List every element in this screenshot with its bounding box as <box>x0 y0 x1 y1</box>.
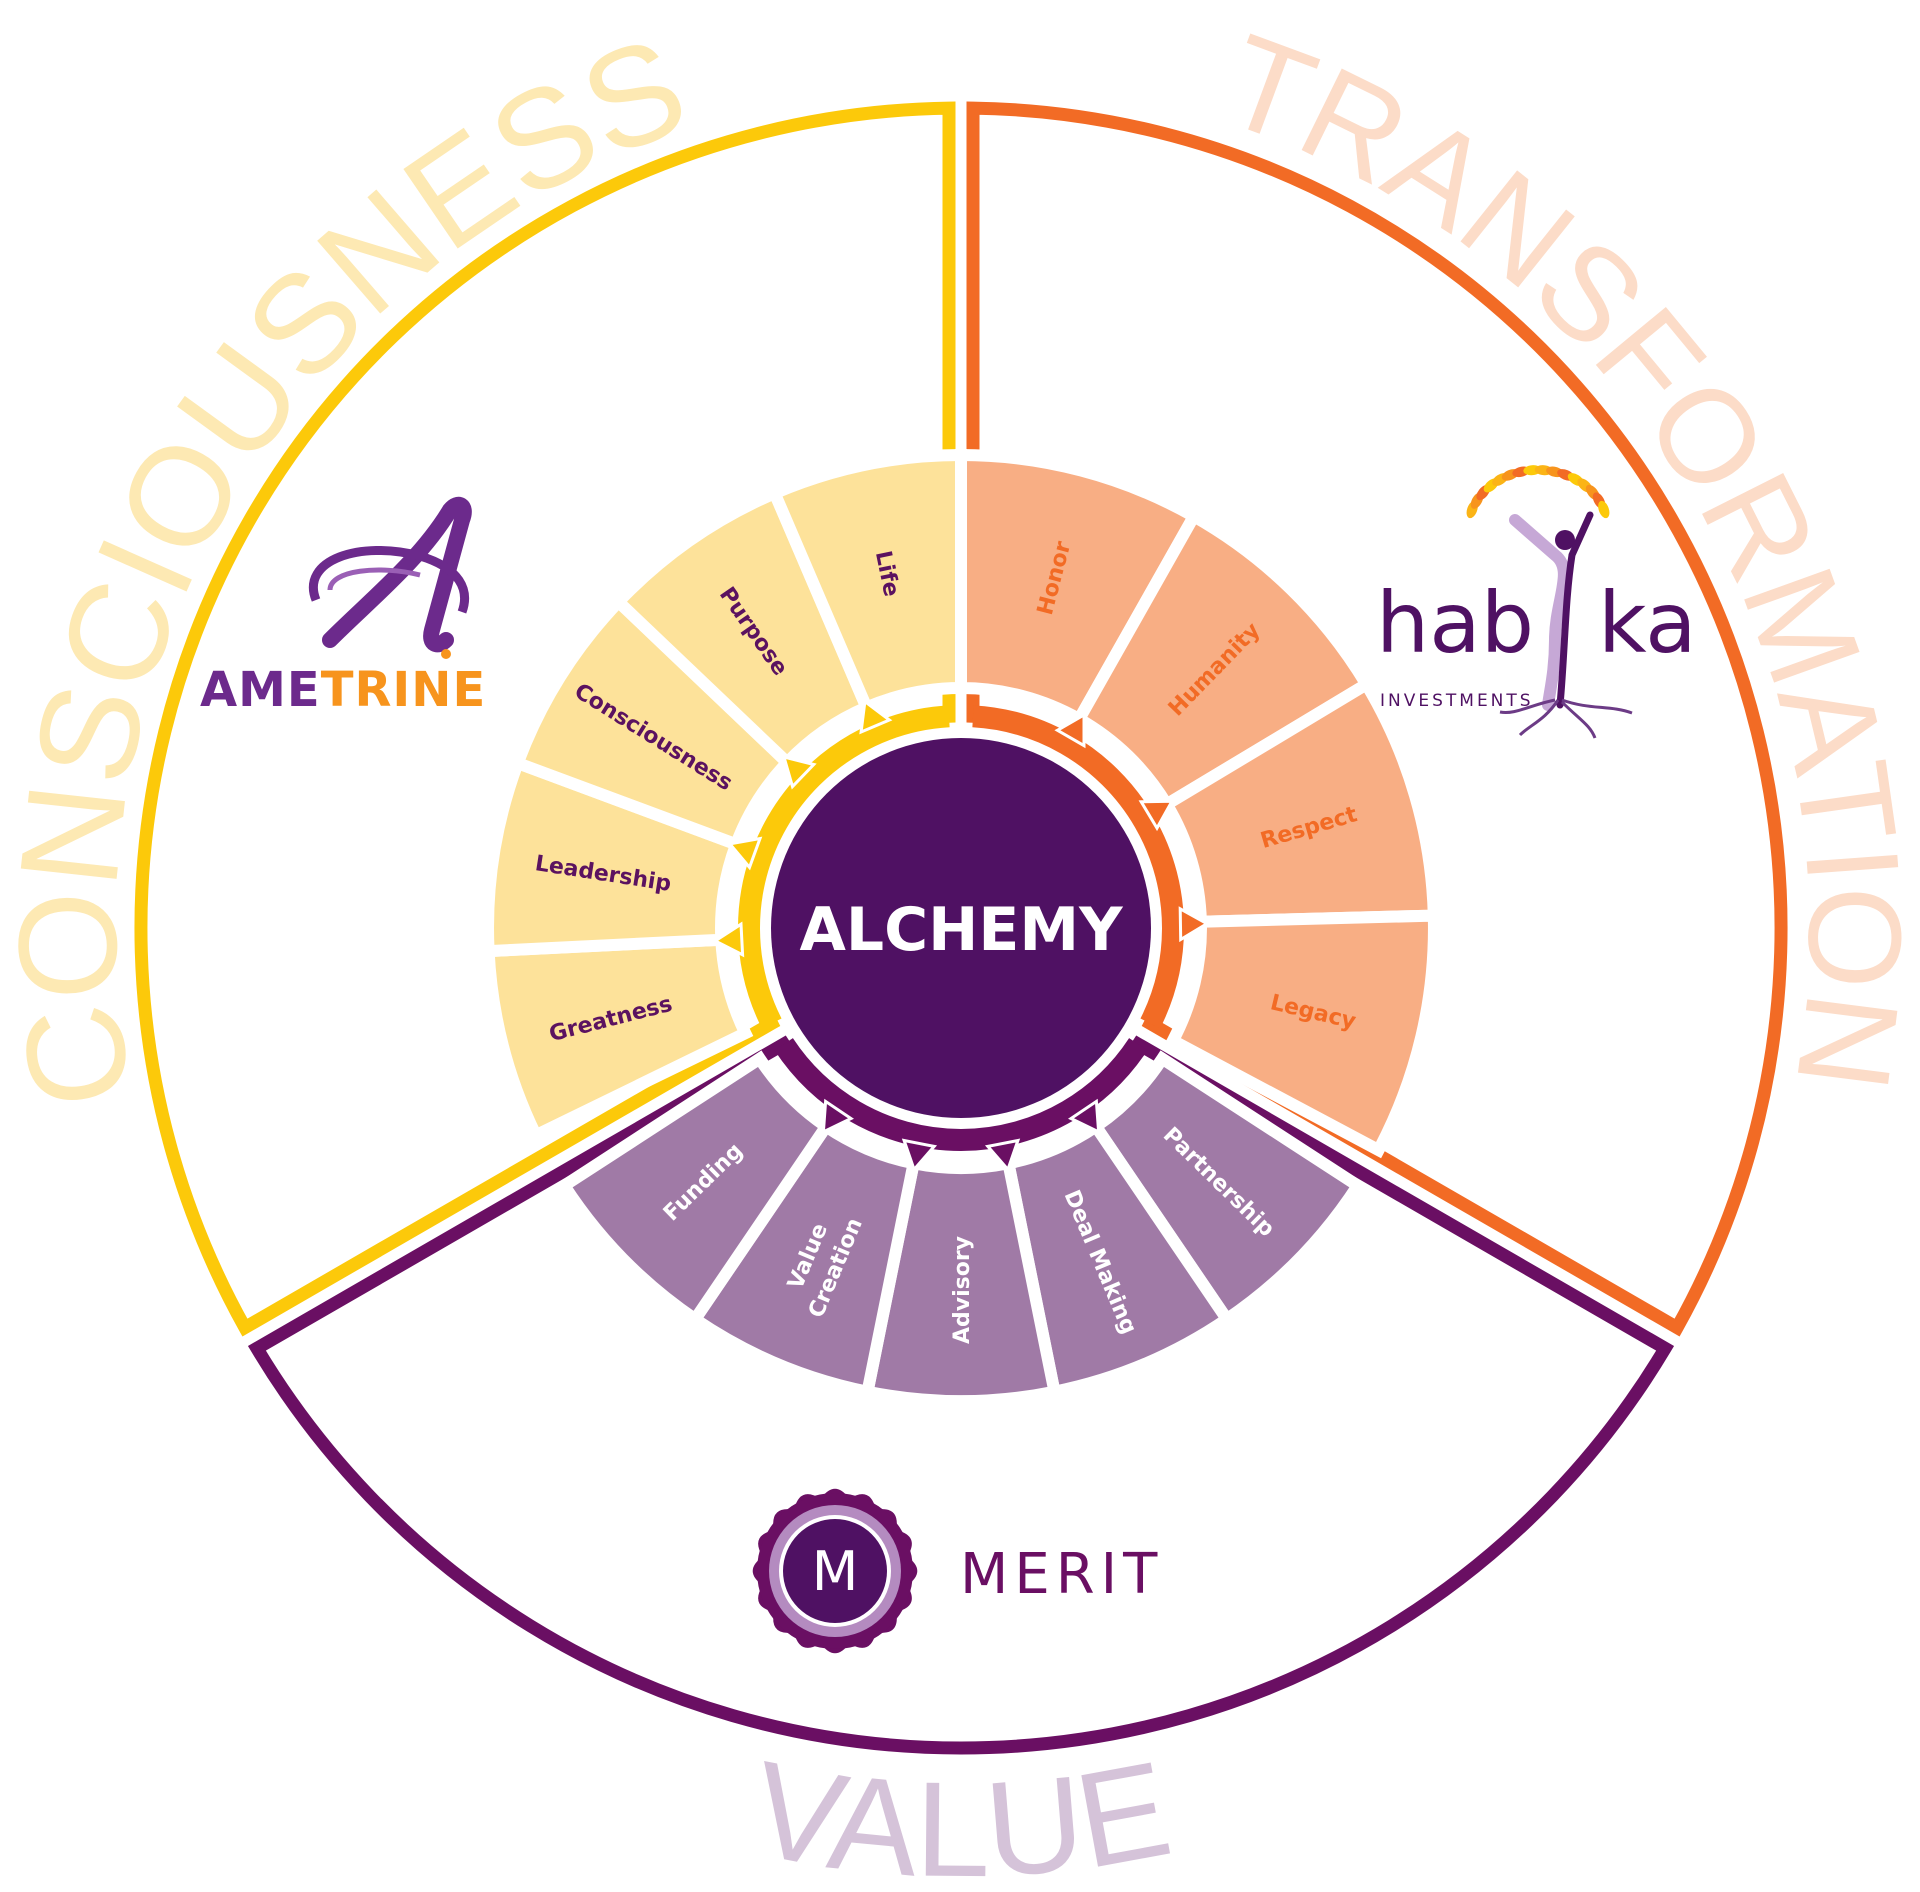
heading-value: VALUE <box>741 1732 1181 1892</box>
ametrine-part1: AME <box>200 662 321 718</box>
habika-right: ka <box>1598 574 1697 672</box>
hub-spike-icon <box>781 755 817 790</box>
hub-spike-icon <box>1178 906 1210 943</box>
wedge-shape <box>1087 1050 1367 1328</box>
center-circle <box>771 738 1151 1118</box>
wedge-transformation: Humanity <box>1071 508 1375 813</box>
wedge-shape <box>610 485 875 771</box>
habika-logo: hab ka INVESTMENTS <box>1376 465 1697 739</box>
wedge-consciousness: Greatness <box>482 933 754 1144</box>
center-title: ALCHEMY <box>799 895 1124 965</box>
habika-left: hab <box>1376 574 1534 672</box>
wedge-shape <box>955 448 1203 728</box>
hub-spike-icon <box>1054 712 1086 749</box>
wedge-transformation: Legacy <box>1164 909 1440 1159</box>
wedge-consciousness: Purpose <box>610 485 875 771</box>
heading-value-text: VALUE <box>741 1732 1181 1892</box>
wedge-shape <box>1164 909 1440 1159</box>
ametrine-a-icon <box>309 496 472 659</box>
wedge-shape <box>482 755 744 958</box>
wedge-value: Funding <box>555 1050 835 1328</box>
hub-arc-consciousness <box>738 705 950 1029</box>
merit-emblem-icon <box>752 1488 918 1654</box>
wedge-transformation: Honor <box>955 448 1203 728</box>
merit-emblem-letter: M <box>812 1540 859 1603</box>
ametrine-wordmark: AMETRINE <box>200 662 486 718</box>
hub-arc-transformation <box>972 705 1184 1029</box>
wedge-shape <box>1071 508 1375 813</box>
wedge-shape <box>1158 676 1440 928</box>
wedge-value: Deal Making <box>1001 1118 1236 1399</box>
wedge-label: Advisory <box>950 1236 975 1344</box>
habika-tree-icon <box>1466 465 1633 739</box>
hub-spike-icon <box>726 836 763 871</box>
hub-spike-icon <box>901 1138 938 1173</box>
wedge-shape <box>482 933 754 1144</box>
wedge-consciousness: Consciousness <box>509 593 796 853</box>
hub-spike-icon <box>1068 1098 1101 1135</box>
hub-ring <box>712 698 1210 1173</box>
wedge-consciousness: Life <box>766 448 967 716</box>
hub-arc-value <box>774 1038 1148 1151</box>
wedge-ring: GreatnessLeadershipConsciousnessPurposeL… <box>482 448 1440 1407</box>
hub-spike-icon <box>859 698 893 735</box>
wedge-value: Advisory <box>860 1156 1062 1407</box>
wedge-shape <box>686 1118 921 1399</box>
wedge-shape <box>509 593 796 853</box>
ametrine-part2: TRINE <box>321 662 487 718</box>
wedge-shape <box>766 448 967 716</box>
hub-spike-icon <box>712 921 745 958</box>
wedge-shape <box>555 1050 835 1328</box>
wedge-shape <box>860 1156 1062 1407</box>
wedge-transformation: Respect <box>1158 676 1440 928</box>
wedge-consciousness: Leadership <box>482 755 744 958</box>
ametrine-logo: AMETRINE <box>200 496 486 718</box>
hub-spike-icon <box>984 1138 1021 1173</box>
merit-logo: M MERIT <box>752 1488 1163 1654</box>
hub-spike-icon <box>821 1098 854 1135</box>
habika-subtitle: INVESTMENTS <box>1380 691 1534 711</box>
wedge-value: Partnership <box>1087 1050 1367 1328</box>
merit-wordmark: MERIT <box>960 1542 1163 1607</box>
hub-spike-icon <box>1138 799 1175 832</box>
wedge-shape <box>1001 1118 1236 1399</box>
